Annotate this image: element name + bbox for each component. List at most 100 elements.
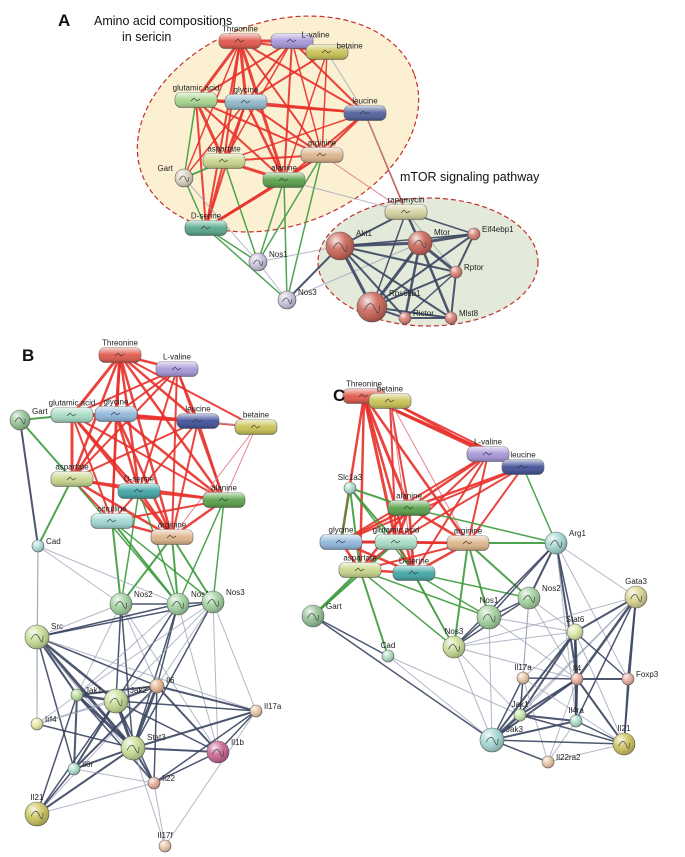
node-label: Il17a (514, 663, 532, 672)
molecule-glyph (192, 418, 203, 423)
node-gart[interactable]: Gart (301, 602, 342, 628)
node-aspartate[interactable]: aspartate (202, 145, 246, 169)
node-nos1[interactable]: Nos1 (476, 596, 502, 630)
node-l-valine[interactable]: L-valine (155, 353, 199, 377)
node-jak3[interactable]: Jak3 (479, 725, 523, 753)
node-src[interactable]: Src (24, 622, 63, 650)
node-nos3[interactable]: Nos3 (442, 627, 466, 659)
node-threonine[interactable]: Threonine (98, 339, 142, 363)
node-label: D-serine (124, 475, 155, 484)
node-eif4ebp1[interactable]: Eif4ebp1 (467, 225, 514, 241)
node-jak1[interactable]: Jak1 (70, 686, 102, 702)
node-cad[interactable]: Cad (31, 537, 61, 553)
node-il1b[interactable]: Il1b (206, 738, 244, 764)
edge-stat3-il21 (36, 747, 134, 815)
node-l-valine[interactable]: L-valine (270, 31, 330, 49)
node-il17f[interactable]: Il17f (157, 831, 173, 853)
node-glycine[interactable]: glycine (319, 526, 363, 550)
node-d-serine[interactable]: D-serine (184, 212, 228, 236)
node-rps6kb1[interactable]: Rps6kb1 (356, 289, 421, 323)
node-mlst8[interactable]: Mlst8 (444, 309, 479, 325)
node-glycine[interactable]: glycine (94, 398, 138, 422)
node-jak1[interactable]: Jak1 (512, 700, 529, 722)
node-slc1a3[interactable]: Slc1a3 (338, 473, 363, 495)
node-arginine[interactable]: arginine (300, 139, 344, 163)
node-il17a[interactable]: Il17a (514, 663, 532, 685)
node-il21[interactable]: Il21 (612, 724, 636, 756)
node-betaine[interactable]: betaine (368, 385, 412, 409)
edge-jak1-il21 (519, 714, 625, 745)
node-il6[interactable]: Il6 (149, 676, 175, 694)
node-citrulline[interactable]: citrulline (90, 505, 134, 529)
node-nos3[interactable]: Nos3 (201, 588, 245, 614)
node-glycine[interactable]: glycine (224, 86, 268, 110)
node-arginine[interactable]: arginine (150, 521, 194, 545)
molecule-glyph (240, 99, 251, 104)
node-nos1[interactable]: Nos1 (248, 250, 288, 272)
node-nos3[interactable]: Nos3 (277, 288, 317, 310)
node-gart[interactable]: Gart (157, 164, 194, 188)
node-arg1[interactable]: Arg1 (544, 529, 586, 555)
node-gata3[interactable]: Gata3 (624, 577, 647, 609)
node-stat3[interactable]: Stat3 (120, 733, 166, 761)
node-il22ra2[interactable]: Il22ra2 (541, 753, 581, 769)
edge-arg1-foxp3 (555, 542, 629, 680)
node-leucine[interactable]: leucine (176, 405, 220, 429)
node-label: Irf4 (45, 715, 57, 724)
node-nos1[interactable]: Nos1 (166, 590, 210, 616)
node-il22[interactable]: Il22 (147, 774, 175, 790)
node-glutamic-acid[interactable]: glutamic acid (373, 526, 420, 550)
node-stat6[interactable]: Stat6 (566, 615, 585, 641)
edge-leucine-arg1 (522, 466, 557, 544)
node-aspartate[interactable]: aspartate (50, 463, 94, 487)
node-d-serine[interactable]: D-serine (117, 475, 161, 499)
node-mtor[interactable]: Mtor (407, 228, 450, 256)
node-gloss (31, 718, 43, 730)
node-arginine[interactable]: arginine (446, 527, 490, 551)
node-il21[interactable]: Il21 (24, 793, 50, 827)
molecule-glyph (335, 539, 346, 544)
node-il4[interactable]: Il4 (570, 664, 584, 686)
edge-l-valine-glutamic-acid (71, 368, 178, 416)
node-jak2[interactable]: Jak2 (103, 686, 147, 714)
node-gloss (249, 253, 267, 271)
node-label: Foxp3 (636, 670, 659, 679)
node-l-valine[interactable]: L-valine (466, 438, 510, 462)
node-foxp3[interactable]: Foxp3 (621, 670, 659, 686)
node-label: betaine (377, 385, 404, 394)
node-rictor[interactable]: Rictor (398, 309, 434, 325)
edge-aspartate-cad (37, 478, 73, 547)
node-nos2[interactable]: Nos2 (517, 584, 561, 610)
node-rapamycin[interactable]: rapamycin (384, 196, 428, 220)
node-cad[interactable]: Cad (381, 641, 396, 663)
node-leucine[interactable]: leucine (343, 97, 387, 121)
node-glutamic-acid[interactable]: glutamic acid (49, 399, 96, 423)
node-threonine[interactable]: Threonine (218, 25, 262, 49)
node-aspartate[interactable]: aspartate (338, 554, 382, 578)
node-alanine[interactable]: alanine (202, 484, 246, 508)
node-betaine[interactable]: betaine (305, 42, 363, 60)
node-gloss (622, 673, 634, 685)
edge-leucine-glycine (340, 466, 524, 543)
node-il17a[interactable]: Il17a (249, 702, 282, 718)
edge-jak1-il22 (76, 694, 155, 784)
node-alanine[interactable]: alanine (262, 164, 306, 188)
edge-alanine-arg1 (408, 507, 557, 544)
node-leucine[interactable]: leucine (501, 451, 545, 475)
node-akt1[interactable]: Akt1 (325, 229, 373, 261)
node-il6r[interactable]: Il6r (67, 760, 93, 776)
node-label: Nos2 (134, 590, 153, 599)
node-d-serine[interactable]: D-serine (392, 557, 436, 581)
edge-glutamic-acid-citrulline (71, 414, 113, 522)
edge-arginine-nos2 (120, 536, 173, 605)
node-nos2[interactable]: Nos2 (109, 590, 153, 616)
node-rptor[interactable]: Rptor (449, 263, 484, 279)
node-irf4[interactable]: Irf4 (30, 715, 57, 731)
node-glutamic-acid[interactable]: glutamic acid (173, 84, 220, 108)
node-label: alanine (396, 492, 422, 501)
node-il4ra[interactable]: Il4ra (568, 706, 584, 728)
node-betaine[interactable]: betaine (234, 411, 278, 435)
node-alanine[interactable]: alanine (387, 492, 431, 516)
node-gart[interactable]: Gart (9, 407, 48, 431)
